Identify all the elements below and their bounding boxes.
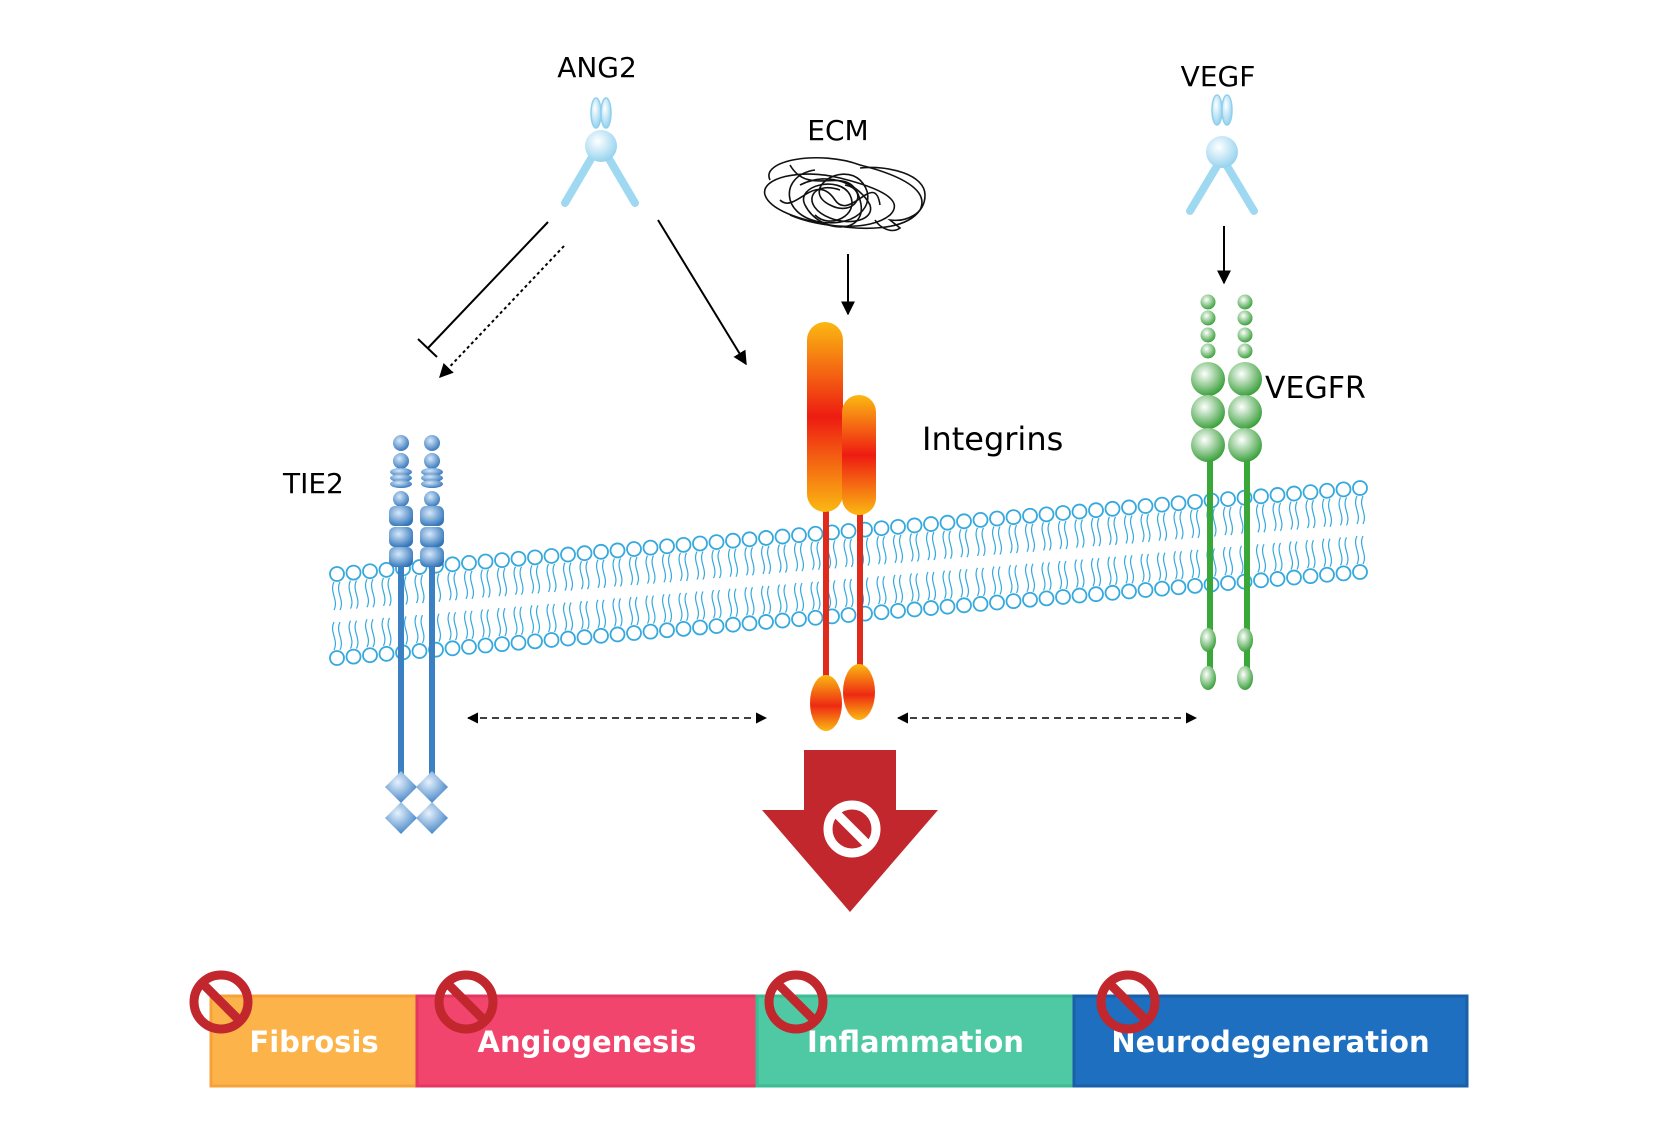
integrins-label: Integrins <box>922 420 1063 458</box>
prohibited-icon <box>189 970 253 1034</box>
ang2-integrin-arrow <box>657 219 747 366</box>
vegfr-label: VEGFR <box>1265 371 1366 406</box>
ang2-ligand <box>561 97 639 207</box>
outcome-label: Angiogenesis <box>478 1025 697 1059</box>
prohibited-icon <box>823 800 881 858</box>
integrin-receptor <box>807 322 876 731</box>
outcome-label: Fibrosis <box>249 1025 378 1059</box>
outcome-inflammation: Inflammation <box>755 994 1076 1088</box>
vegfr-receptor <box>1191 294 1262 690</box>
outcome-bar: Fibrosis Angiogenesis Inflammation Neurodeg… <box>189 970 1469 1088</box>
prohibited-icon <box>764 970 828 1034</box>
ang2-label: ANG2 <box>557 51 637 84</box>
prohibited-icon <box>434 970 498 1034</box>
ecm-scribble <box>763 156 926 232</box>
ang2-tie2-inhibit-line <box>417 221 549 358</box>
outcome-fibrosis: Fibrosis <box>209 994 419 1088</box>
ang2-tie2-dotted-arrow <box>439 245 565 379</box>
vegf-ligand <box>1186 94 1258 215</box>
outcome-label: Neurodegeneration <box>1111 1025 1429 1059</box>
ecm-label: ECM <box>807 114 868 147</box>
vegf-label: VEGF <box>1181 60 1256 93</box>
prohibited-icon <box>1096 970 1160 1034</box>
tie2-label: TIE2 <box>282 467 344 500</box>
tie2-receptor <box>385 435 448 834</box>
outcome-label: Inflammation <box>807 1025 1024 1059</box>
